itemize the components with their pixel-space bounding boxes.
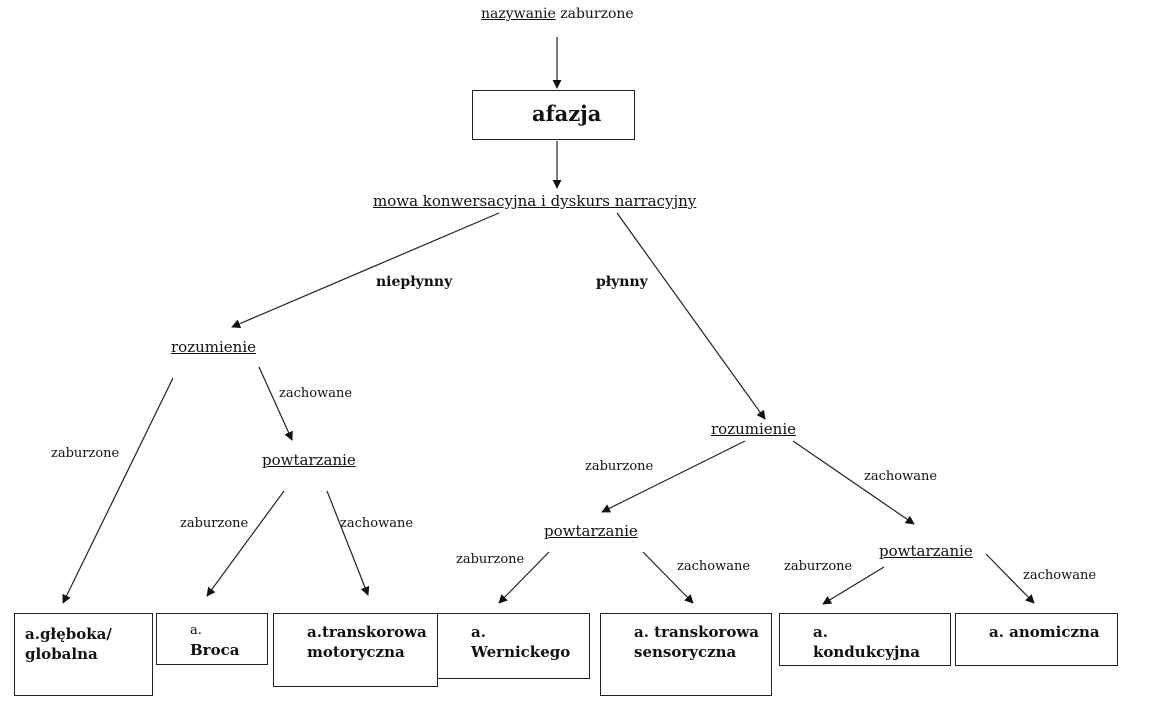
arrow-left-rep-impaired (206, 490, 285, 597)
wernicke-line1: a. (471, 623, 486, 641)
right-repetition-b-node: powtarzanie (879, 542, 973, 560)
transcortical-motor-line1: a.transkorowa (307, 623, 427, 641)
arrow-right-rep-b-preserved (985, 553, 1035, 604)
outcome-anomic: a. anomiczna (955, 613, 1118, 666)
naming-caption: nazywanie zaburzone (481, 6, 634, 23)
conduction-line1: a. (813, 623, 828, 641)
arrow-speech-to-left-comprehension (231, 212, 500, 328)
transcortical-motor-line2: motoryczna (307, 643, 405, 662)
right-rep-b-impaired-label: zaburzone (784, 559, 853, 574)
right-comprehension-node: rozumienie (711, 420, 796, 438)
aphasia-box: afazja (472, 90, 635, 140)
right-comp-preserved-label: zachowane (864, 469, 938, 484)
arrow-right-rep-b-impaired (822, 566, 885, 605)
arrow-right-comp-impaired (601, 440, 746, 513)
left-rep-impaired-label: zaburzone (180, 516, 249, 531)
nonfluent-label: niepłynny (376, 274, 453, 290)
right-rep-a-impaired-label: zaburzone (456, 552, 525, 567)
transcortical-sensory-line2: sensoryczna (634, 643, 737, 662)
arrow-left-comp-preserved (258, 366, 293, 441)
wernicke-line2: Wernickego (471, 643, 571, 662)
right-rep-b-preserved-label: zachowane (1023, 568, 1097, 583)
outcome-transcortical-sensory: a. transkorowa sensoryczna (600, 613, 772, 696)
naming-word: nazywanie (481, 6, 556, 22)
anomic-line1: a. anomiczna (989, 623, 1100, 641)
arrow-speech-to-right-comprehension (616, 212, 766, 420)
outcome-conduction: a. kondukcyjna (779, 613, 951, 666)
deep-global-line2: globalna (25, 645, 98, 664)
outcome-broca: a. Broca (156, 613, 268, 665)
naming-status: zaburzone (560, 6, 634, 22)
left-repetition-node: powtarzanie (262, 451, 356, 469)
outcome-deep-global: a.głęboka/ globalna (14, 613, 153, 696)
deep-global-line1: a.głęboka/ (25, 625, 112, 643)
left-comprehension-node: rozumienie (171, 338, 256, 356)
arrow-right-comp-preserved (792, 440, 915, 525)
speech-node: mowa konwersacyjna i dyskurs narracyjny (373, 192, 697, 210)
left-comp-preserved-label: zachowane (279, 386, 353, 401)
aphasia-label: afazja (532, 101, 602, 126)
right-comp-impaired-label: zaburzone (585, 459, 654, 474)
arrow-right-rep-a-impaired (498, 551, 550, 604)
left-rep-preserved-label: zachowane (340, 516, 414, 531)
arrow-right-rep-a-preserved (642, 551, 694, 604)
broca-line2: Broca (190, 640, 240, 659)
arrow-left-rep-preserved (326, 490, 370, 596)
transcortical-sensory-line1: a. transkorowa (634, 623, 760, 641)
fluent-label: płynny (596, 274, 648, 290)
arrow-left-comp-impaired (62, 377, 174, 604)
left-comp-impaired-label: zaburzone (51, 446, 120, 461)
outcome-transcortical-motor: a.transkorowa motoryczna (273, 613, 438, 687)
broca-line1: a. (190, 623, 202, 638)
conduction-line2: kondukcyjna (813, 643, 920, 662)
outcome-wernicke: a. Wernickego (437, 613, 590, 679)
right-repetition-a-node: powtarzanie (544, 522, 638, 540)
right-rep-a-preserved-label: zachowane (677, 559, 751, 574)
